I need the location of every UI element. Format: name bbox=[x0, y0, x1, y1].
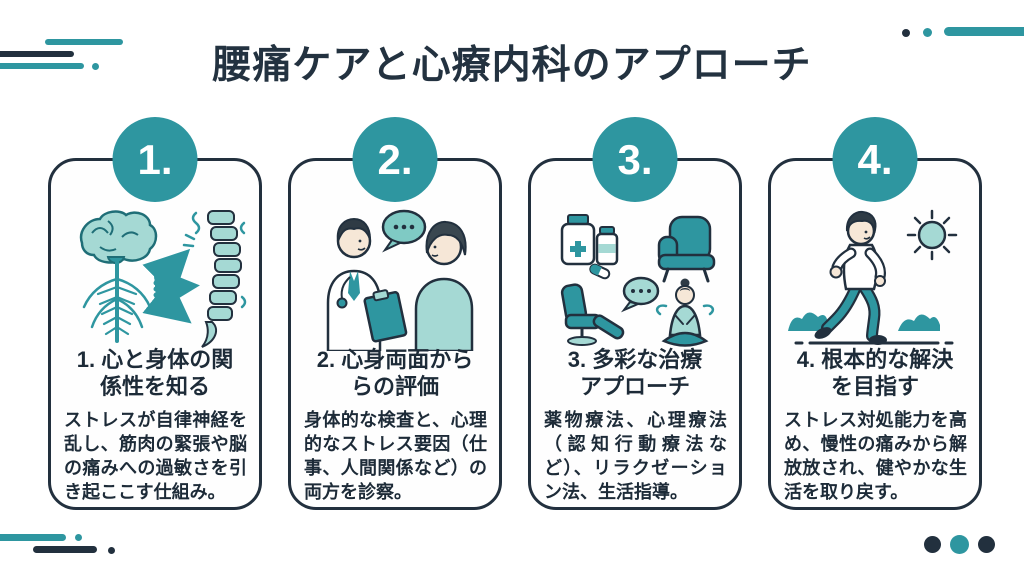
bush-icon-right bbox=[898, 314, 940, 331]
brain-and-spine-illustration bbox=[79, 210, 247, 348]
card-body-3: 薬物療法、心理療法（認知行動療法など）、リラクゼーション法、生活指導。 bbox=[544, 410, 727, 502]
meditating-person-icon bbox=[655, 278, 715, 347]
step-card-2: 2. bbox=[288, 117, 502, 510]
doctor-patient-illustration bbox=[326, 209, 474, 351]
step-number-badge-2: 2. bbox=[352, 117, 438, 202]
armchair-icon bbox=[657, 215, 716, 283]
bush-icon-left bbox=[788, 312, 828, 331]
walking-person-illustration bbox=[788, 209, 958, 345]
deco-dot-top-right-1 bbox=[902, 29, 910, 37]
card-title-2: 2. 心身両面から らの評価 bbox=[316, 347, 474, 399]
pain-squiggle-icons bbox=[182, 211, 247, 309]
step-number-badge-1: 1. bbox=[112, 117, 198, 202]
recliner-icon bbox=[560, 283, 625, 346]
card-title-4: 4. 根本的な解決 を目指す bbox=[796, 347, 954, 399]
treatment-options-illustration bbox=[560, 214, 716, 347]
deco-line-top-left-2 bbox=[0, 51, 74, 57]
pagination-dot-3 bbox=[978, 536, 995, 553]
step-number-badge-4: 4. bbox=[832, 117, 918, 202]
deco-line-top-right bbox=[944, 27, 1024, 36]
medicine-bottles-icon bbox=[560, 214, 619, 280]
speech-bubble-icon bbox=[381, 209, 427, 253]
card-title-1: 1. 心と身体の関 係性を知る bbox=[76, 347, 234, 399]
pagination-dot-1 bbox=[924, 536, 941, 553]
clipboard-icon bbox=[363, 289, 408, 343]
card-body-1: ストレスが自律神経を乱し、筋肉の緊張や脳の痛みへの過敏さを引き起ここす仕組み。 bbox=[64, 410, 247, 502]
step-card-1: 1. bbox=[48, 117, 262, 510]
deco-dot-top-left bbox=[92, 63, 99, 70]
card-body-4: ストレス対処能力を高め、慢性の痛みから解放放され、健やかな生活を取り戻す。 bbox=[784, 410, 967, 502]
deco-dot-top-right-2 bbox=[923, 28, 932, 37]
deco-dot-bottom-left-2 bbox=[108, 547, 115, 554]
speech-bubble-icon bbox=[620, 276, 660, 313]
spine-icon bbox=[201, 210, 242, 348]
step-number-badge-3: 3. bbox=[592, 117, 678, 202]
deco-line-top-left-1 bbox=[45, 39, 123, 45]
walking-person-icon bbox=[814, 210, 887, 345]
doctor-figure bbox=[326, 217, 408, 351]
deco-dot-bottom-left-1 bbox=[75, 534, 82, 541]
step-card-3: 3. bbox=[528, 117, 742, 510]
card-body-2: 身体的な検査と、心理的なストレス要因（仕事、人間関係など）の両方を診察。 bbox=[304, 410, 487, 502]
deco-line-bottom-left-2 bbox=[33, 546, 97, 553]
step-card-4: 4. bbox=[768, 117, 982, 510]
pagination-dot-2 bbox=[950, 535, 969, 554]
sun-icon bbox=[906, 209, 958, 261]
nerve-cord-icon bbox=[82, 259, 152, 343]
brain-icon bbox=[79, 210, 158, 264]
card-title-3: 3. 多彩な治療 アプローチ bbox=[567, 347, 703, 399]
deco-line-bottom-left-1 bbox=[0, 534, 66, 541]
patient-figure bbox=[414, 220, 474, 351]
page-title: 腰痛ケアと心療内科のアプローチ bbox=[212, 44, 812, 87]
arrow-icons bbox=[142, 248, 200, 324]
deco-line-top-left-3 bbox=[0, 63, 84, 69]
